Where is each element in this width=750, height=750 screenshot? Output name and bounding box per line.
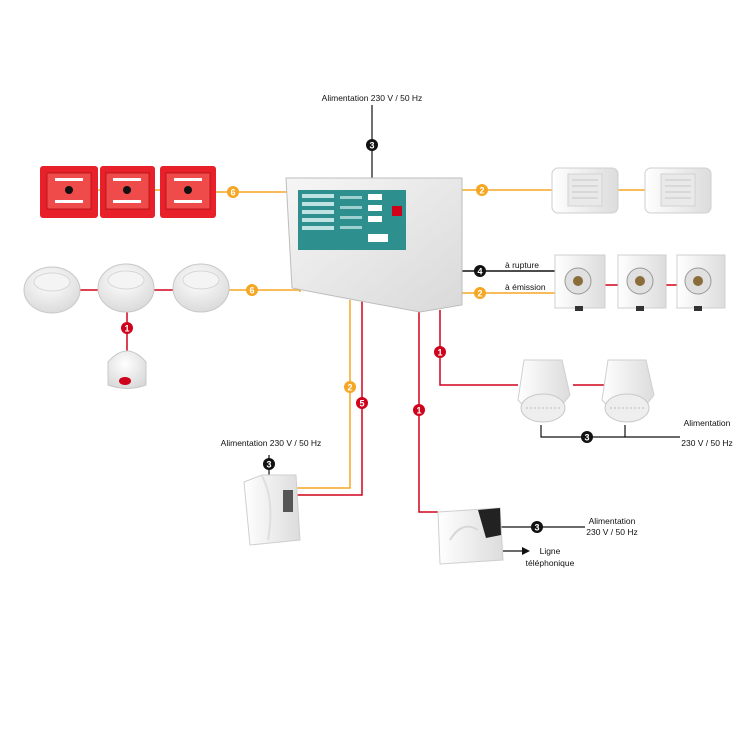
label-power-bottom-2: 230 V / 50 Hz <box>586 527 638 537</box>
svg-text:3: 3 <box>534 523 539 533</box>
call-point <box>40 166 98 218</box>
flash-beacons <box>517 359 655 423</box>
remote-indicator <box>107 350 147 389</box>
wire-beacons <box>439 310 518 386</box>
smoke-detector <box>97 263 155 313</box>
call-point <box>100 166 155 218</box>
label-power-right-2: 230 V / 50 Hz <box>681 438 733 448</box>
svg-text:1: 1 <box>437 348 442 358</box>
svg-text:6: 6 <box>249 286 254 296</box>
svg-text:2: 2 <box>479 186 484 196</box>
smoke-detectors <box>23 263 230 314</box>
manual-call-points <box>40 166 216 218</box>
marker-power-dialer: 3 <box>531 521 543 533</box>
label-power-left: Alimentation 230 V / 50 Hz <box>221 438 322 448</box>
smoke-detector <box>23 266 81 314</box>
label-rupture: à rupture <box>505 260 539 270</box>
wire-dialer <box>418 305 438 513</box>
power-supply-unit <box>243 474 301 546</box>
marker-beacons: 1 <box>434 346 446 358</box>
panel-logo <box>392 206 402 216</box>
svg-text:2: 2 <box>347 383 352 393</box>
marker-sirens: 2 <box>476 184 488 196</box>
label-power-top: Alimentation 230 V / 50 Hz <box>322 93 423 103</box>
marker-power-left: 3 <box>263 458 275 470</box>
labels: Alimentation 230 V / 50 Hz Alimentation … <box>221 93 733 568</box>
marker-power-beacons: 3 <box>581 431 593 443</box>
sirens <box>551 167 712 214</box>
marker-dialer: 1 <box>413 404 425 416</box>
svg-text:5: 5 <box>359 399 364 409</box>
flash-beacon <box>601 359 655 423</box>
door-holder <box>617 254 667 311</box>
siren <box>644 167 712 214</box>
flash-beacon <box>517 359 571 423</box>
marker-detectors: 6 <box>246 284 258 296</box>
marker-left-orange: 2 <box>344 381 356 393</box>
marker-power-top: 3 <box>366 139 378 151</box>
svg-text:3: 3 <box>369 141 374 151</box>
telephone-dialer <box>437 507 504 565</box>
label-emission: à émission <box>505 282 546 292</box>
svg-text:3: 3 <box>584 433 589 443</box>
label-phone-2: téléphonique <box>526 558 575 568</box>
marker-callpoints: 6 <box>227 186 239 198</box>
svg-text:3: 3 <box>266 460 271 470</box>
label-power-bottom-1: Alimentation <box>589 516 636 526</box>
svg-text:1: 1 <box>416 406 421 416</box>
marker-emission: 2 <box>474 287 486 299</box>
wire-supply-orange <box>296 300 351 489</box>
siren <box>551 167 619 214</box>
smoke-detector <box>172 263 230 313</box>
wire-supply-red <box>296 300 363 496</box>
svg-text:1: 1 <box>124 324 129 334</box>
control-panel <box>285 177 463 313</box>
label-power-right-1: Alimentation <box>684 418 731 428</box>
marker-left-red: 5 <box>356 397 368 409</box>
svg-text:6: 6 <box>230 188 235 198</box>
markers: 3 6 6 2 4 2 1 2 5 1 1 3 3 3 <box>121 139 593 533</box>
call-point <box>160 166 216 218</box>
door-holders <box>554 254 726 311</box>
arrow-head-icon <box>522 547 530 555</box>
svg-text:2: 2 <box>477 289 482 299</box>
door-holder <box>676 254 726 311</box>
marker-indicator: 1 <box>121 322 133 334</box>
label-phone-1: Ligne <box>540 546 561 556</box>
marker-rupture: 4 <box>474 265 486 277</box>
svg-text:4: 4 <box>477 267 482 277</box>
door-holder <box>554 254 606 311</box>
